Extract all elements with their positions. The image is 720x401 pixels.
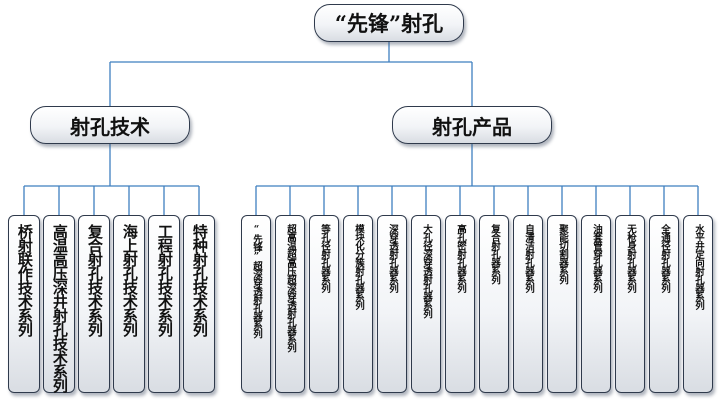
root-label: “先锋”射孔 xyxy=(334,11,444,36)
root-node: “先锋”射孔 xyxy=(314,4,464,42)
tech-item: 复合射孔技术系列 xyxy=(78,215,110,393)
product-item: 水平井定向射孔器系列 xyxy=(683,215,713,393)
product-item: 聚能切割器系列 xyxy=(547,215,577,393)
product-item: 油套管穿孔器系列 xyxy=(581,215,611,393)
branch-label-products: 射孔产品 xyxy=(432,114,512,139)
tech-item: 高温高压深井射孔技术系列 xyxy=(43,215,75,393)
branch-label-tech: 射孔技术 xyxy=(70,114,150,139)
tech-item: 特种射孔技术系列 xyxy=(183,215,215,393)
product-item: 超高温超高压超深穿透射孔器系列 xyxy=(275,215,305,393)
product-item: “先锋”超深穿透射孔器系列 xyxy=(241,215,271,393)
product-item: 全通径射孔器系列 xyxy=(649,215,679,393)
product-item: 复合射孔器系列 xyxy=(479,215,509,393)
product-item: 等孔径射孔器系列 xyxy=(309,215,339,393)
tech-item: 海上射孔技术系列 xyxy=(113,215,145,393)
product-item: 无枪身射孔器系列 xyxy=(615,215,645,393)
product-item: 高孔密射孔器系列 xyxy=(445,215,475,393)
branch-node-products: 射孔产品 xyxy=(392,106,552,144)
product-item: 大孔径深穿透射孔器系列 xyxy=(411,215,441,393)
product-item: 模块化分簇射孔器系列 xyxy=(343,215,373,393)
branch-node-tech: 射孔技术 xyxy=(30,106,190,144)
product-item: 深穿透射孔器系列 xyxy=(377,215,407,393)
tech-item: 工程射孔技术系列 xyxy=(148,215,180,393)
tech-item: 桥射联作技术系列 xyxy=(8,215,40,393)
product-item: 自清洁射孔器系列 xyxy=(513,215,543,393)
